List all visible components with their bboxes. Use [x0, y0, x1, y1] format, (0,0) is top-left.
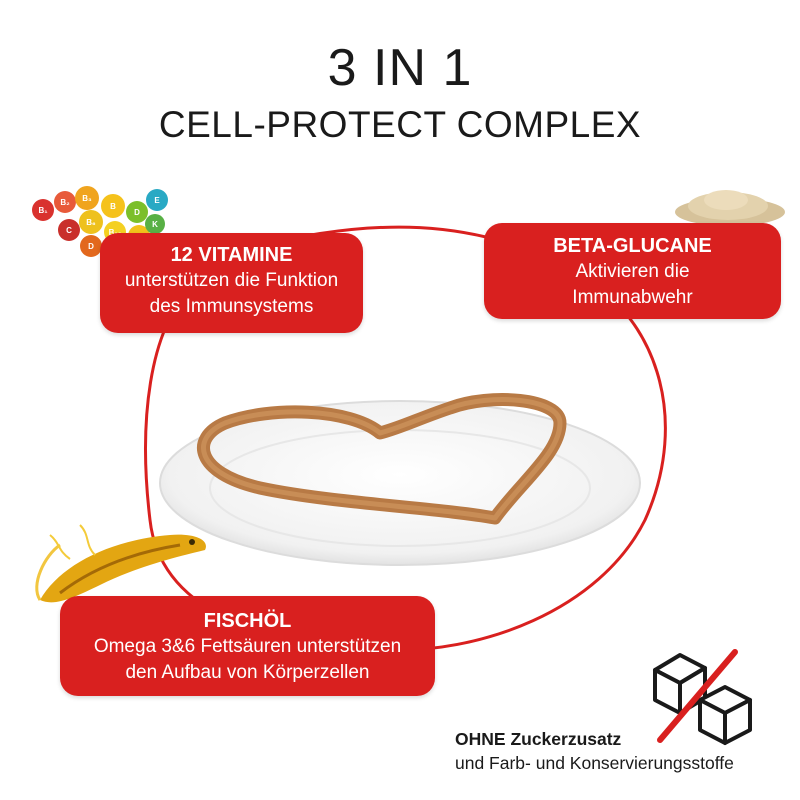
beta-glucan-line-2: Immunabwehr — [572, 287, 693, 308]
plate-with-heart-image — [159, 393, 641, 566]
powder-pile-image — [675, 190, 785, 226]
no-sugar-cubes-icon — [653, 649, 752, 745]
vitamin-label: B₁₂ — [109, 228, 122, 237]
vitamin-label: B₁ — [38, 206, 48, 215]
vitamins-line-1: unterstützen die Funktion — [124, 270, 339, 291]
vitamin-label: B — [110, 202, 116, 211]
free-from-note: OHNE Zuckerzusatz und Farb- und Konservi… — [455, 727, 734, 775]
vitamin-label: B₆ — [86, 218, 96, 227]
free-from-bold: OHNE — [455, 729, 506, 749]
vitamin-label: B₂ — [60, 198, 70, 207]
vitamins-heading: 12 VITAMINE — [170, 244, 293, 266]
subheadline: CELL-PROTECT COMPLEX — [158, 104, 642, 145]
fish-oil-info-box: FISCHÖL Omega 3&6 Fettsäuren unterstütze… — [60, 596, 435, 696]
beta-glucan-info-box: BETA-GLUCANE Aktivieren die Immunabwehr — [484, 223, 781, 319]
vitamin-molecules-image: B₁ B₂ B₃ B D E C B₆ B₁₂ C D K — [32, 186, 168, 257]
vitamin-label: B₃ — [82, 194, 92, 203]
vitamin-label: E — [154, 196, 160, 205]
beta-glucan-heading: BETA-GLUCANE — [553, 235, 712, 257]
fish-oil-heading: FISCHÖL — [203, 610, 292, 632]
fish-oil-image — [35, 524, 206, 603]
vitamins-line-2: des Immunsystems — [149, 296, 314, 317]
vitamin-label: K — [152, 220, 158, 229]
vitamin-label: C — [66, 226, 72, 235]
free-from-line-2: und Farb- und Konservierungsstoffe — [455, 753, 734, 773]
fish-oil-line-2: den Aufbau von Körperzellen — [125, 662, 370, 683]
fish-oil-line-1: Omega 3&6 Fettsäuren unterstützen — [93, 636, 402, 657]
headline: 3 IN 1 — [327, 39, 473, 97]
vitamins-info-box: 12 VITAMINE unterstützen die Funktion de… — [100, 233, 363, 333]
free-from-line-1: Zuckerzusatz — [510, 729, 622, 749]
vitamin-label: D — [88, 242, 94, 251]
vitamin-label: D — [134, 208, 140, 217]
beta-glucan-line-1: Aktivieren die — [575, 261, 690, 282]
